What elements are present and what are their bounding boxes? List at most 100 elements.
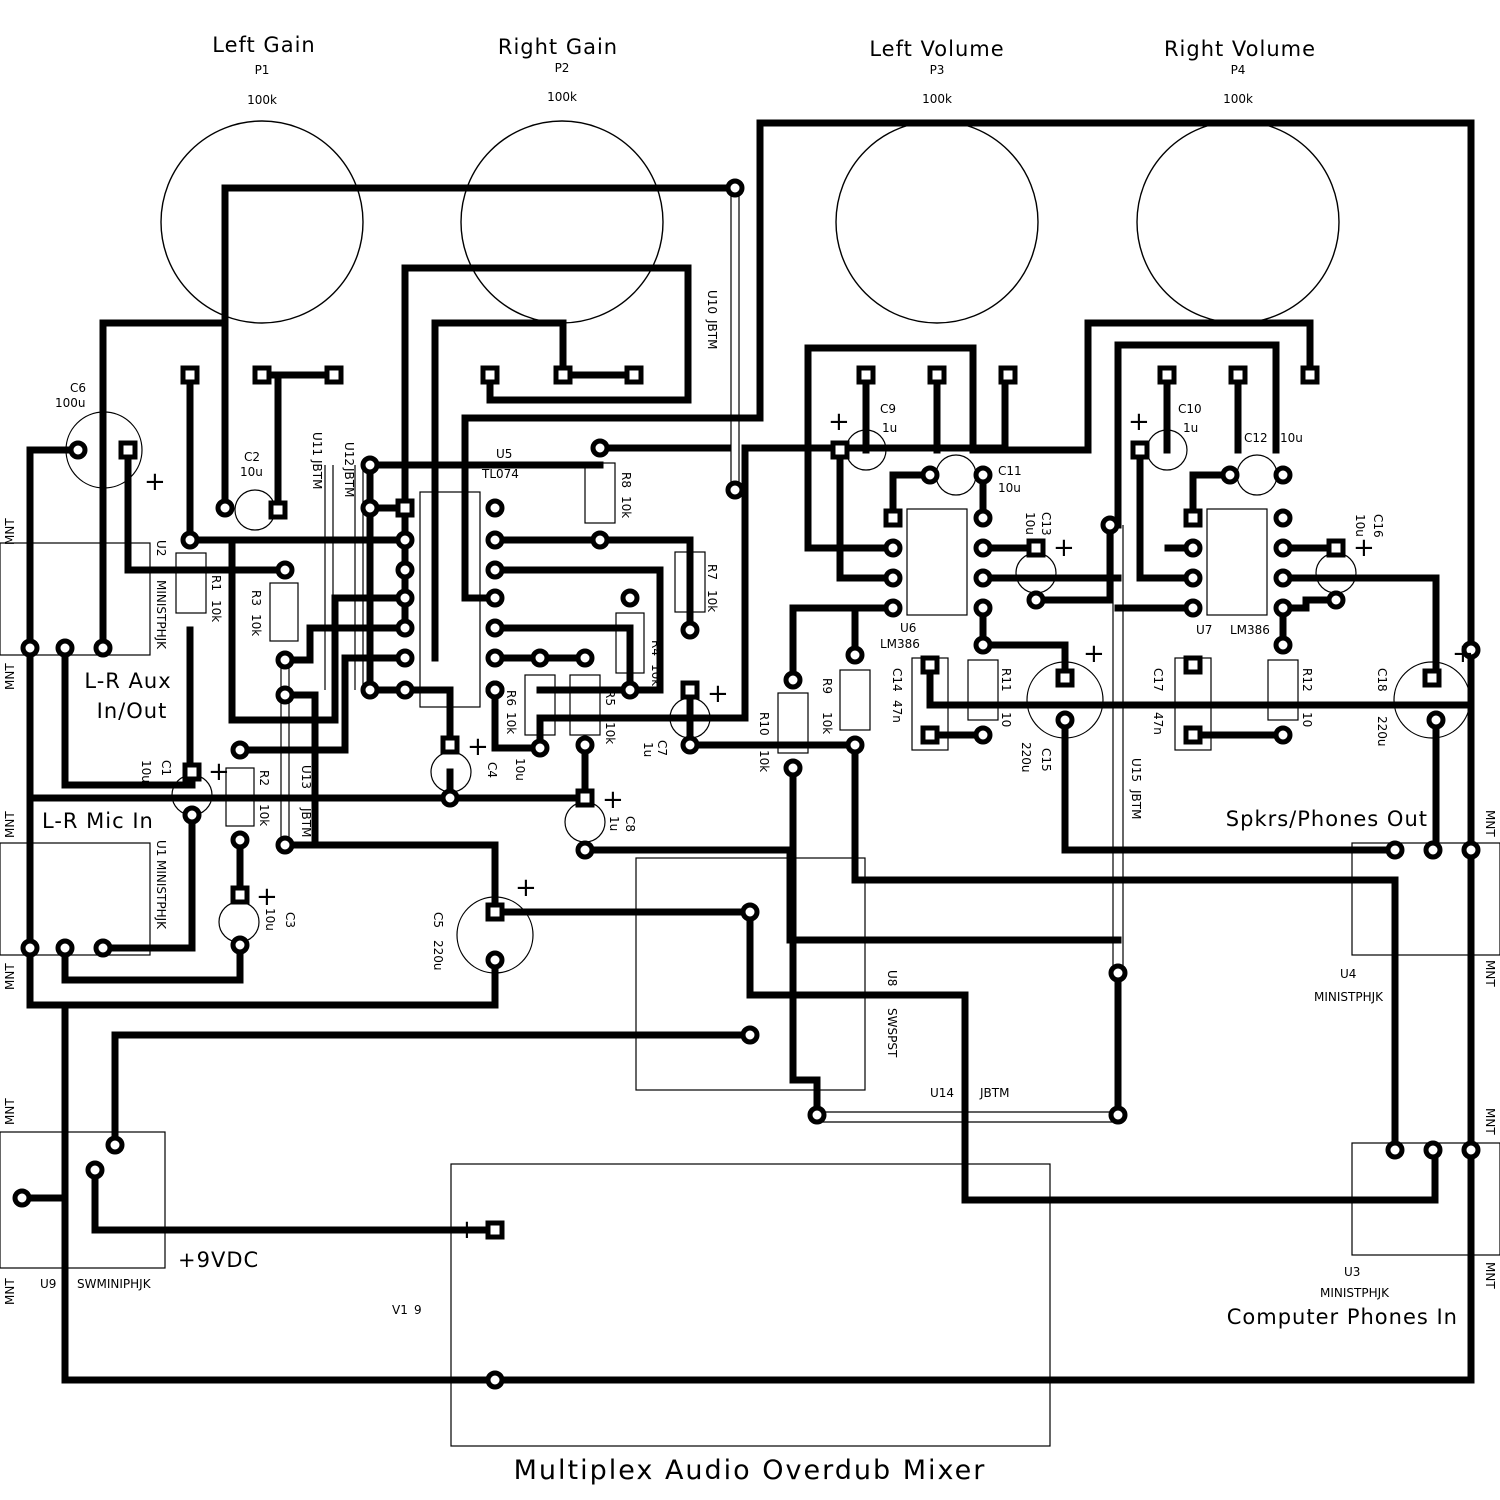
label-c10-ref: C10	[1178, 402, 1202, 416]
label-u2-ref: U2	[154, 540, 168, 556]
square-pad	[998, 365, 1018, 385]
round-pad	[620, 588, 640, 608]
resistor-body-r12	[1267, 659, 1299, 721]
round-pad	[395, 560, 415, 580]
label-u15-value: JBTM	[1129, 789, 1143, 819]
label-u9-value: SWMINIPHJK	[77, 1277, 152, 1291]
square-pad	[1183, 725, 1203, 745]
label-c9-ref: C9	[880, 402, 896, 416]
round-pad	[725, 480, 745, 500]
round-pad	[1273, 568, 1293, 588]
jack-outline-u1	[0, 842, 151, 956]
round-pad	[1385, 1140, 1405, 1160]
label-u3-value: MINISTPHJK	[1320, 1286, 1390, 1300]
square-pad	[230, 885, 250, 905]
round-pad	[230, 830, 250, 850]
round-pad	[485, 1370, 505, 1390]
round-pad	[973, 538, 993, 558]
round-pad	[740, 1025, 760, 1045]
label-c1-value: 10u	[139, 760, 153, 783]
jack-outline-u9	[0, 1131, 166, 1269]
label-r3-value: 10k	[249, 614, 263, 636]
round-pad	[180, 530, 200, 550]
label-u14-ref: U14	[930, 1086, 954, 1100]
plus-mark-c15: +	[1083, 639, 1105, 669]
label-c4-ref: C4	[485, 762, 499, 778]
trace-c1-u1	[99, 811, 196, 952]
round-pad	[12, 1188, 32, 1208]
round-pad	[620, 680, 640, 700]
round-pad	[20, 638, 40, 658]
trace-battery-plus	[91, 1166, 499, 1234]
round-pad	[485, 530, 505, 550]
trace-u1-c3	[61, 941, 244, 984]
io-label-aux-2: In/Out	[97, 699, 168, 723]
round-pad	[1273, 725, 1293, 745]
round-pad	[485, 498, 505, 518]
round-pad	[845, 735, 865, 755]
label-r2-ref: R2	[257, 770, 271, 786]
label-c11-value: 10u	[998, 481, 1021, 495]
round-pad	[360, 498, 380, 518]
label-v1-ref: V1	[392, 1303, 408, 1317]
jack-outline-u2	[0, 542, 151, 656]
pot-label-right-gain: Right Gain	[498, 35, 618, 59]
io-label-aux-1: L-R Aux	[84, 669, 171, 693]
plus-mark-c9: +	[828, 407, 850, 437]
round-pad	[973, 598, 993, 618]
trace-u5-pin8	[491, 686, 544, 752]
pot-value-p4: 100k	[1223, 92, 1253, 106]
round-pad	[680, 735, 700, 755]
resistor-body-r8	[584, 462, 616, 524]
resistor-body-r3	[269, 582, 299, 642]
mnt-mark: MNT	[1483, 810, 1497, 837]
ic-body-u7	[1206, 508, 1268, 616]
round-pad	[395, 680, 415, 700]
square-pad	[182, 762, 202, 782]
label-u10-ref: U10	[705, 290, 719, 314]
label-r5-ref: R5	[603, 690, 617, 706]
pot-circle-p2	[460, 120, 664, 324]
trace-c9-u6	[836, 446, 897, 582]
label-v1-value: 9	[414, 1303, 422, 1317]
trace-u5-pin13	[491, 536, 694, 634]
label-u8-value: SWSPST	[885, 1008, 899, 1058]
round-pad	[1273, 635, 1293, 655]
resistor-body-r11	[967, 659, 999, 721]
round-pad	[395, 588, 415, 608]
label-u1-ref: U1	[154, 840, 168, 856]
round-pad	[1108, 1105, 1128, 1125]
plus-mark-c3: +	[256, 882, 278, 912]
trace-p2-wiper	[431, 319, 638, 379]
label-r8-value: 10k	[619, 496, 633, 518]
round-pad	[1461, 1140, 1481, 1160]
resistor-body-r5	[569, 674, 601, 736]
square-pad	[575, 788, 595, 808]
label-u12-value: JBTM	[342, 467, 356, 497]
square-pad	[324, 365, 344, 385]
switch-outline-u8	[635, 857, 866, 1091]
round-pad	[590, 530, 610, 550]
trace-u5-pin4	[228, 536, 409, 724]
plus-mark-c16: +	[1353, 533, 1375, 563]
trace-u5-pin5	[281, 624, 409, 664]
square-pad	[1422, 668, 1442, 688]
round-pad	[20, 938, 40, 958]
resistor-body-r1	[175, 552, 207, 614]
label-c18-ref: C18	[1375, 668, 1389, 692]
label-c7-ref: C7	[655, 740, 669, 756]
label-c14-value: 47n	[890, 700, 904, 723]
square-pad	[480, 365, 500, 385]
label-u11-value: JBTM	[310, 459, 324, 489]
label-u13-ref: U13	[299, 765, 313, 789]
square-pad	[440, 735, 460, 755]
trace-u2-c1	[61, 644, 196, 789]
round-pad	[1273, 598, 1293, 618]
round-pad	[1423, 840, 1443, 860]
round-pad	[973, 725, 993, 745]
plus-mark-c8: +	[602, 785, 624, 815]
plus-mark-c1: +	[208, 757, 230, 787]
round-pad	[55, 638, 75, 658]
round-pad	[93, 638, 113, 658]
round-pad	[1385, 840, 1405, 860]
